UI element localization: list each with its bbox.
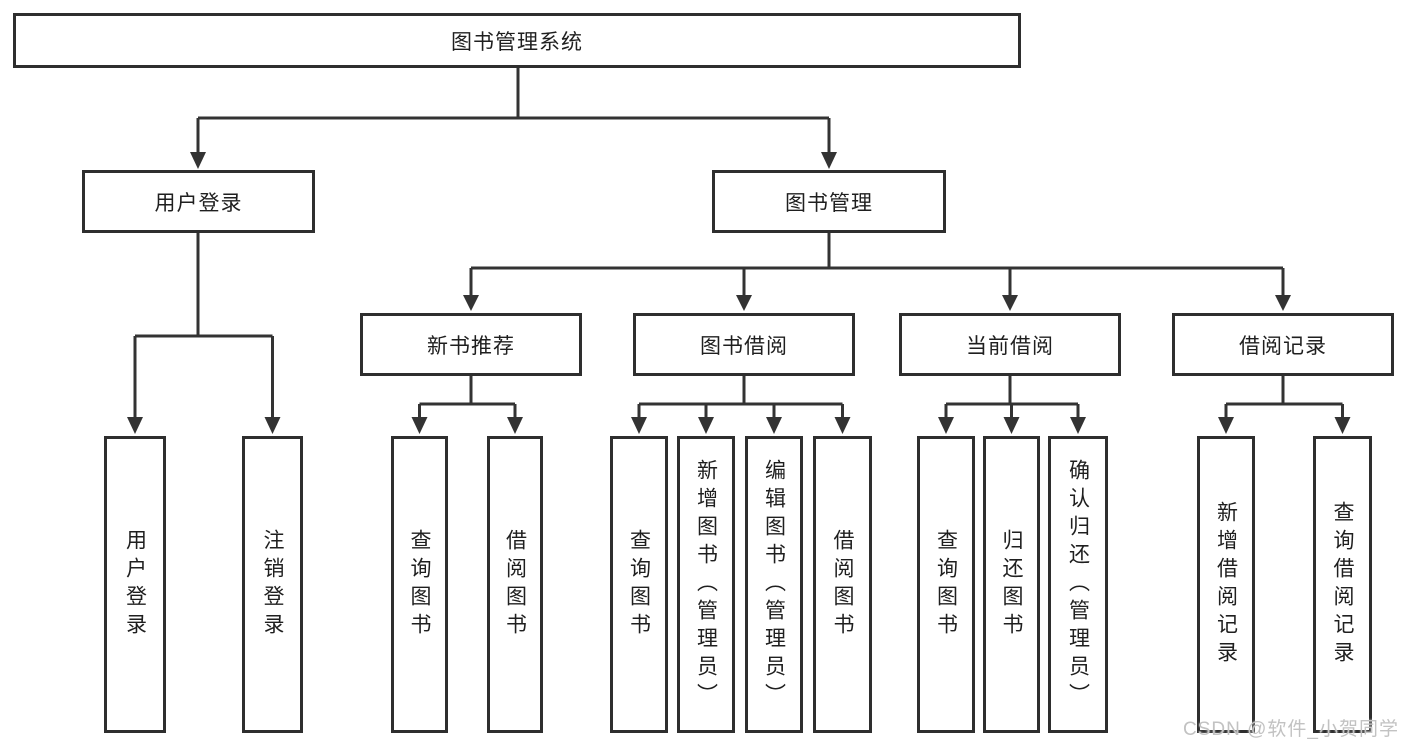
leaf-query-books-current: 查询图书 bbox=[917, 436, 975, 733]
leaf-query-books-recommend: 查询图书 bbox=[391, 436, 448, 733]
arrowhead bbox=[1218, 417, 1234, 434]
arrowhead bbox=[1003, 417, 1020, 434]
arrowhead bbox=[411, 417, 428, 434]
leaf-edit-book-admin: 编辑图书（管理员） bbox=[745, 436, 803, 733]
arrowhead bbox=[631, 417, 647, 434]
arrowhead bbox=[463, 295, 479, 311]
csdn-watermark: CSDN @软件_小贺同学 bbox=[1183, 719, 1399, 740]
node-label: 图书借阅 bbox=[700, 334, 788, 358]
node-label: 当前借阅 bbox=[966, 334, 1054, 358]
node-label: 归还图书 bbox=[1000, 528, 1023, 641]
node-root-title: 图书管理系统 bbox=[13, 13, 1021, 68]
arrowhead bbox=[766, 417, 782, 434]
node-label: 编辑图书（管理员） bbox=[762, 458, 786, 711]
arrowhead bbox=[938, 417, 954, 434]
arrowhead bbox=[1275, 295, 1291, 311]
node-book-borrow: 图书借阅 bbox=[633, 313, 855, 376]
node-label: 用户登录 bbox=[154, 191, 243, 215]
node-label: 查询图书 bbox=[627, 528, 651, 641]
arrowhead bbox=[264, 417, 281, 434]
leaf-confirm-return-admin: 确认归还（管理员） bbox=[1048, 436, 1108, 733]
arrowhead bbox=[127, 417, 143, 434]
node-new-book-recommend: 新书推荐 bbox=[360, 313, 582, 376]
node-label: 图书管理系统 bbox=[451, 30, 583, 54]
leaf-add-book-admin: 新增图书（管理员） bbox=[677, 436, 735, 733]
leaf-user-login: 用户登录 bbox=[104, 436, 166, 733]
leaf-borrow-books: 借阅图书 bbox=[813, 436, 872, 733]
node-borrow-records: 借阅记录 bbox=[1172, 313, 1394, 376]
node-label: 图书管理 bbox=[785, 191, 873, 215]
node-label: 查询借阅记录 bbox=[1331, 500, 1354, 669]
leaf-query-borrow-record: 查询借阅记录 bbox=[1313, 436, 1372, 733]
node-current-borrow: 当前借阅 bbox=[899, 313, 1121, 376]
node-label: 新增借阅记录 bbox=[1214, 500, 1238, 669]
node-label: 借阅记录 bbox=[1239, 334, 1327, 358]
leaf-query-books-borrow: 查询图书 bbox=[610, 436, 668, 733]
leaf-logout: 注销登录 bbox=[242, 436, 303, 733]
node-label: 用户登录 bbox=[123, 528, 147, 641]
node-label: 新书推荐 bbox=[427, 334, 515, 358]
leaf-add-borrow-record: 新增借阅记录 bbox=[1197, 436, 1255, 733]
node-label: 借阅图书 bbox=[503, 528, 527, 641]
arrowhead bbox=[507, 417, 523, 434]
arrowhead bbox=[190, 152, 206, 169]
leaf-return-book: 归还图书 bbox=[983, 436, 1040, 733]
arrowhead bbox=[821, 152, 837, 169]
node-label: 查询图书 bbox=[934, 528, 958, 641]
arrowhead bbox=[1070, 417, 1086, 434]
node-book-management: 图书管理 bbox=[712, 170, 946, 233]
node-label: 新增图书（管理员） bbox=[694, 458, 718, 711]
arrowhead bbox=[1002, 295, 1018, 311]
node-label: 注销登录 bbox=[261, 528, 284, 641]
leaf-borrow-books-recommend: 借阅图书 bbox=[487, 436, 543, 733]
arrowhead bbox=[698, 417, 714, 434]
arrowhead bbox=[736, 295, 752, 311]
arrowhead bbox=[834, 417, 851, 434]
node-user-login: 用户登录 bbox=[82, 170, 315, 233]
node-label: 借阅图书 bbox=[831, 528, 854, 641]
arrowhead bbox=[1334, 417, 1351, 434]
node-label: 确认归还（管理员） bbox=[1066, 458, 1090, 711]
node-label: 查询图书 bbox=[408, 528, 431, 641]
